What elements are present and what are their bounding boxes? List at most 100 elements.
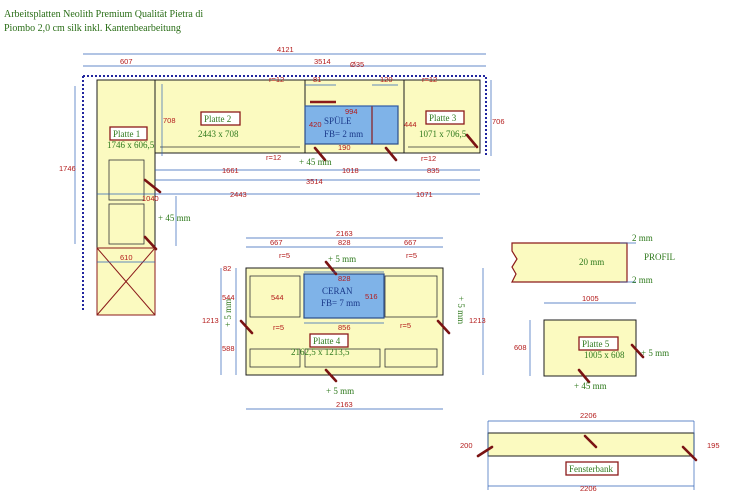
dim-1661: 1661: [222, 166, 239, 175]
dim-diameter-35: Ø35: [350, 60, 364, 69]
kitchen-counter-group: 4121 607 3514 Ø35 r=12 81 120 r=12 994 7…: [59, 45, 505, 316]
dim-994: 994: [345, 107, 358, 116]
dim-plus-5-top: + 5 mm: [328, 254, 356, 264]
radius-r5-b: r=5: [406, 251, 417, 260]
platte-2-tag: [200, 111, 241, 126]
dim-608: 608: [514, 343, 527, 352]
dim-1071: 1071: [416, 190, 433, 199]
profil-group: PROFIL 2 mm 20 mm 2 mm: [511, 233, 675, 285]
island-group: 2163 667 828 667 r=5 + 5 mm r=5 82 828 5…: [202, 229, 486, 410]
dim-706: 706: [492, 117, 505, 126]
fensterbank-tag: [565, 461, 619, 476]
dim-plus-45-mm-left: + 45 mm: [158, 213, 191, 223]
dim-667-right: 667: [404, 238, 417, 247]
edge-marker: [239, 319, 254, 335]
profil-label: PROFIL: [644, 252, 675, 262]
fensterbank: [487, 432, 695, 457]
edge-marker: [384, 146, 398, 162]
dim-190: 190: [338, 143, 351, 152]
island-strip-right: [384, 348, 438, 368]
edge-marker: [583, 434, 598, 449]
dim-120: 120: [380, 75, 393, 84]
dim-2206: 2206: [580, 411, 597, 420]
platte-5-label: Platte 5: [582, 339, 610, 349]
dim-82: 82: [223, 264, 231, 273]
dim-4121: 4121: [277, 45, 294, 54]
dim-667-left: 667: [270, 238, 283, 247]
edge-marker: [476, 445, 494, 458]
platte-4-size: 2162,5 x 1213,5: [291, 347, 350, 357]
edge-marker: [143, 235, 158, 251]
ceran-fb: FB= 7 mm: [321, 298, 360, 308]
dim-200: 200: [460, 441, 473, 450]
dim-plus-5-bottom: + 5 mm: [326, 386, 354, 396]
cutout-cross-b: [96, 247, 156, 316]
dim-588: 588: [222, 344, 235, 353]
sink-fb: FB= 2 mm: [324, 129, 363, 139]
dim-island-2163-bottom: 2163: [336, 400, 353, 409]
dim-2443: 2443: [230, 190, 247, 199]
profil-top-thickness: 2 mm: [632, 233, 653, 243]
profil-thickness: 20 mm: [579, 257, 604, 267]
platte-1-cabinet-b: [108, 203, 145, 245]
dim-3514: 3514: [314, 57, 331, 66]
platte-1-cabinet-a: [108, 159, 145, 201]
radius-r12-d: r=12: [421, 154, 436, 163]
dim-420: 420: [309, 120, 322, 129]
dim-1040: 1040: [142, 194, 159, 203]
platte-5-tag: [578, 336, 619, 351]
edge-marker: [436, 319, 451, 335]
platte-3-label: Platte 3: [429, 113, 457, 123]
dim-828: 828: [338, 238, 351, 247]
dim-444: 444: [404, 120, 417, 129]
island-strip-left: [249, 348, 301, 368]
dim-544-left: 544: [222, 293, 235, 302]
radius-r12-c: r=12: [266, 153, 281, 162]
platte-3-size: 1071 x 706,5: [419, 129, 467, 139]
dim-1213-left: 1213: [202, 316, 219, 325]
platte-4-label: Platte 4: [313, 336, 341, 346]
platte-5-size: 1005 x 608: [584, 350, 625, 360]
platte-2-size: 2443 x 708: [198, 129, 239, 139]
radius-r12-b: r=12: [422, 75, 437, 84]
island-strip-mid: [304, 348, 381, 368]
dim-708: 708: [163, 116, 176, 125]
radius-r5-d: r=5: [400, 321, 411, 330]
ceran-cutout: [303, 273, 385, 319]
edge-marker: [465, 133, 479, 149]
platte-3-tag: [425, 110, 465, 125]
platte-1-size: 1746 x 606,5: [107, 140, 155, 150]
drawing-title: Arbeitsplatten Neolith Premium Qualität …: [4, 8, 304, 36]
fensterbank-group: 2206 200 195 2206 Fensterbank: [460, 411, 720, 493]
radius-r5-c: r=5: [273, 323, 284, 332]
profil-shape: [511, 242, 628, 283]
radius-r12-a: r=12: [269, 75, 284, 84]
dim-1213-right: 1213: [469, 316, 486, 325]
dim-plus-5-right: + 5 mm: [456, 296, 466, 324]
edge-marker: [143, 178, 162, 194]
dim-610: 610: [120, 253, 133, 262]
wall-outline: [82, 75, 487, 312]
dim-2206-bottom: 2206: [580, 484, 597, 493]
profil-bottom-thickness: 2 mm: [632, 275, 653, 285]
dim-81: 81: [313, 75, 321, 84]
dim-1746: 1746: [59, 164, 76, 173]
ceran-label: CERAN: [322, 286, 353, 296]
platte-1-tag: [109, 126, 148, 141]
platte-2-label: Platte 2: [204, 114, 231, 124]
edge-marker: [681, 445, 698, 462]
island-box-left: [249, 275, 301, 318]
sink-label: SPÜLE: [324, 116, 352, 126]
title-line-1: Arbeitsplatten Neolith Premium Qualität …: [4, 9, 204, 20]
edge-marker: [630, 343, 645, 359]
dim-856: 856: [338, 323, 351, 332]
dim-1005: 1005: [582, 294, 599, 303]
dim-1018: 1018: [342, 166, 359, 175]
platte-4-tag: [309, 333, 349, 348]
dim-plus-5-platte5: + 5 mm: [641, 348, 669, 358]
dim-544-inner: 544: [271, 293, 284, 302]
title-line-2: Piombo 2,0 cm silk inkl. Kantenbearbeitu…: [4, 23, 181, 34]
dim-828-inner: 828: [338, 274, 351, 283]
dim-835: 835: [427, 166, 440, 175]
